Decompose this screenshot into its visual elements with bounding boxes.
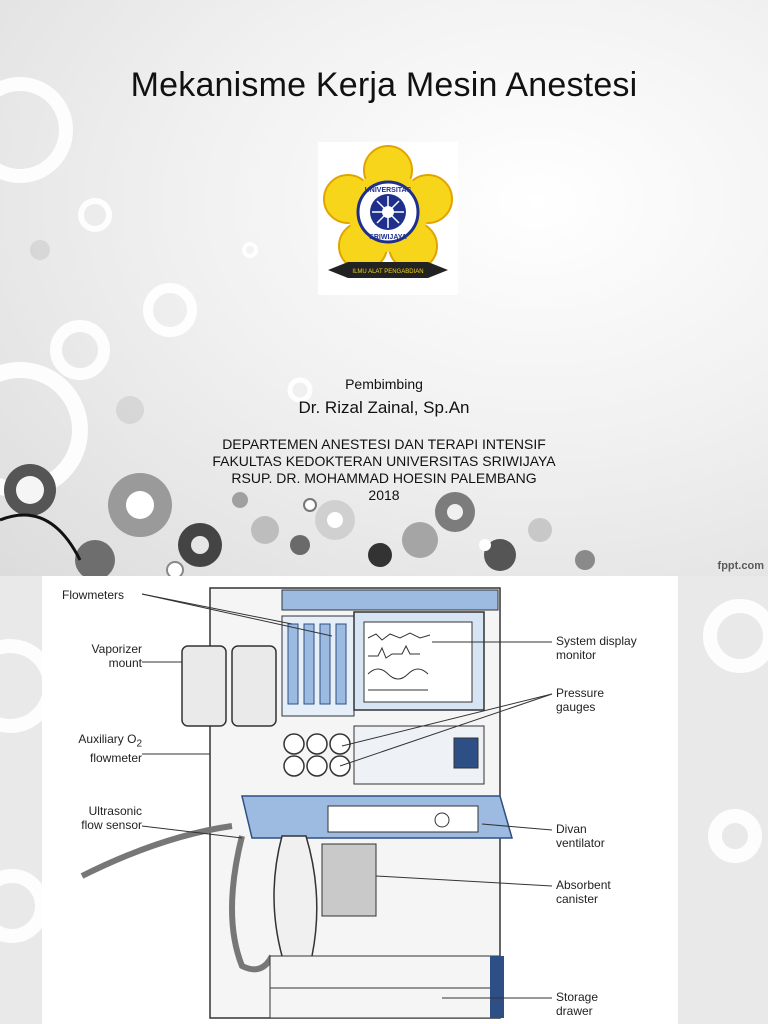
label-line: drawer — [556, 1004, 593, 1018]
label-line: System display — [556, 634, 637, 648]
affiliation-block: DEPARTEMEN ANESTESI DAN TERAPI INTENSIF … — [0, 436, 768, 504]
label-line: gauges — [556, 700, 596, 714]
anesthesia-machine-illustration — [80, 587, 553, 1019]
label-line: ventilator — [556, 836, 605, 850]
label-absorbent-canister: Absorbent canister — [556, 878, 611, 906]
university-logo: UNIVERSITAS SRIWIJAYA ILMU ALAT PENGABDI… — [318, 142, 458, 295]
label-line: Auxiliary O2 — [78, 732, 142, 750]
svg-text:ILMU ALAT PENGABDIAN: ILMU ALAT PENGABDIAN — [352, 269, 423, 275]
label-line: Vaporizer — [91, 642, 142, 656]
background-decoration — [0, 77, 595, 576]
label-line: flowmeter — [89, 751, 142, 766]
logo-emblem-icon: UNIVERSITAS SRIWIJAYA ILMU ALAT PENGABDI… — [323, 145, 453, 278]
svg-text:UNIVERSITAS: UNIVERSITAS — [365, 187, 412, 194]
affiliation-line: DEPARTEMEN ANESTESI DAN TERAPI INTENSIF — [222, 436, 546, 452]
affiliation-line: RSUP. DR. MOHAMMAD HOESIN PALEMBANG — [231, 470, 537, 486]
subscript: 2 — [136, 738, 142, 750]
label-line: Absorbent — [556, 878, 611, 892]
label-line: flow sensor — [81, 818, 142, 832]
watermark: fppt.com — [717, 560, 764, 572]
label-line: Divan — [556, 822, 587, 836]
label-line: mount — [108, 656, 142, 670]
label-storage-drawer: Storage drawer — [556, 990, 598, 1018]
label-line: canister — [556, 892, 599, 906]
svg-text:SRIWIJAYA: SRIWIJAYA — [369, 234, 407, 241]
label-pressure-gauges: Pressure gauges — [556, 686, 604, 714]
label-line: monitor — [556, 648, 597, 662]
supervisor-label: Pembimbing — [345, 376, 423, 392]
label-line: Storage — [556, 990, 599, 1004]
label-system-display: System display monitor — [556, 634, 637, 662]
supervisor-name: Dr. Rizal Zainal, Sp.An — [298, 398, 470, 417]
anesthesia-machine-figure: Flowmeters Vaporizer mount Auxiliary O2 … — [42, 576, 678, 1024]
label-ultrasonic-sensor: Ultrasonic flow sensor — [68, 804, 142, 832]
label-flowmeters: Flowmeters — [62, 588, 125, 602]
affiliation-line: FAKULTAS KEDOKTERAN UNIVERSITAS SRIWIJAY… — [212, 453, 556, 469]
affiliation-year: 2018 — [368, 487, 400, 503]
slide-title: Mekanisme Kerja Mesin Anestesi — [130, 66, 638, 104]
label-line: Pressure — [556, 686, 605, 700]
label-line: Ultrasonic — [88, 804, 142, 818]
label-auxiliary-o2: Auxiliary O2 flowmeter — [60, 732, 142, 765]
label-vaporizer-mount: Vaporizer mount — [76, 642, 142, 670]
label-divan-ventilator: Divan ventilator — [556, 822, 605, 850]
title-slide: Mekanisme Kerja Mesin Anestesi — [0, 0, 768, 576]
